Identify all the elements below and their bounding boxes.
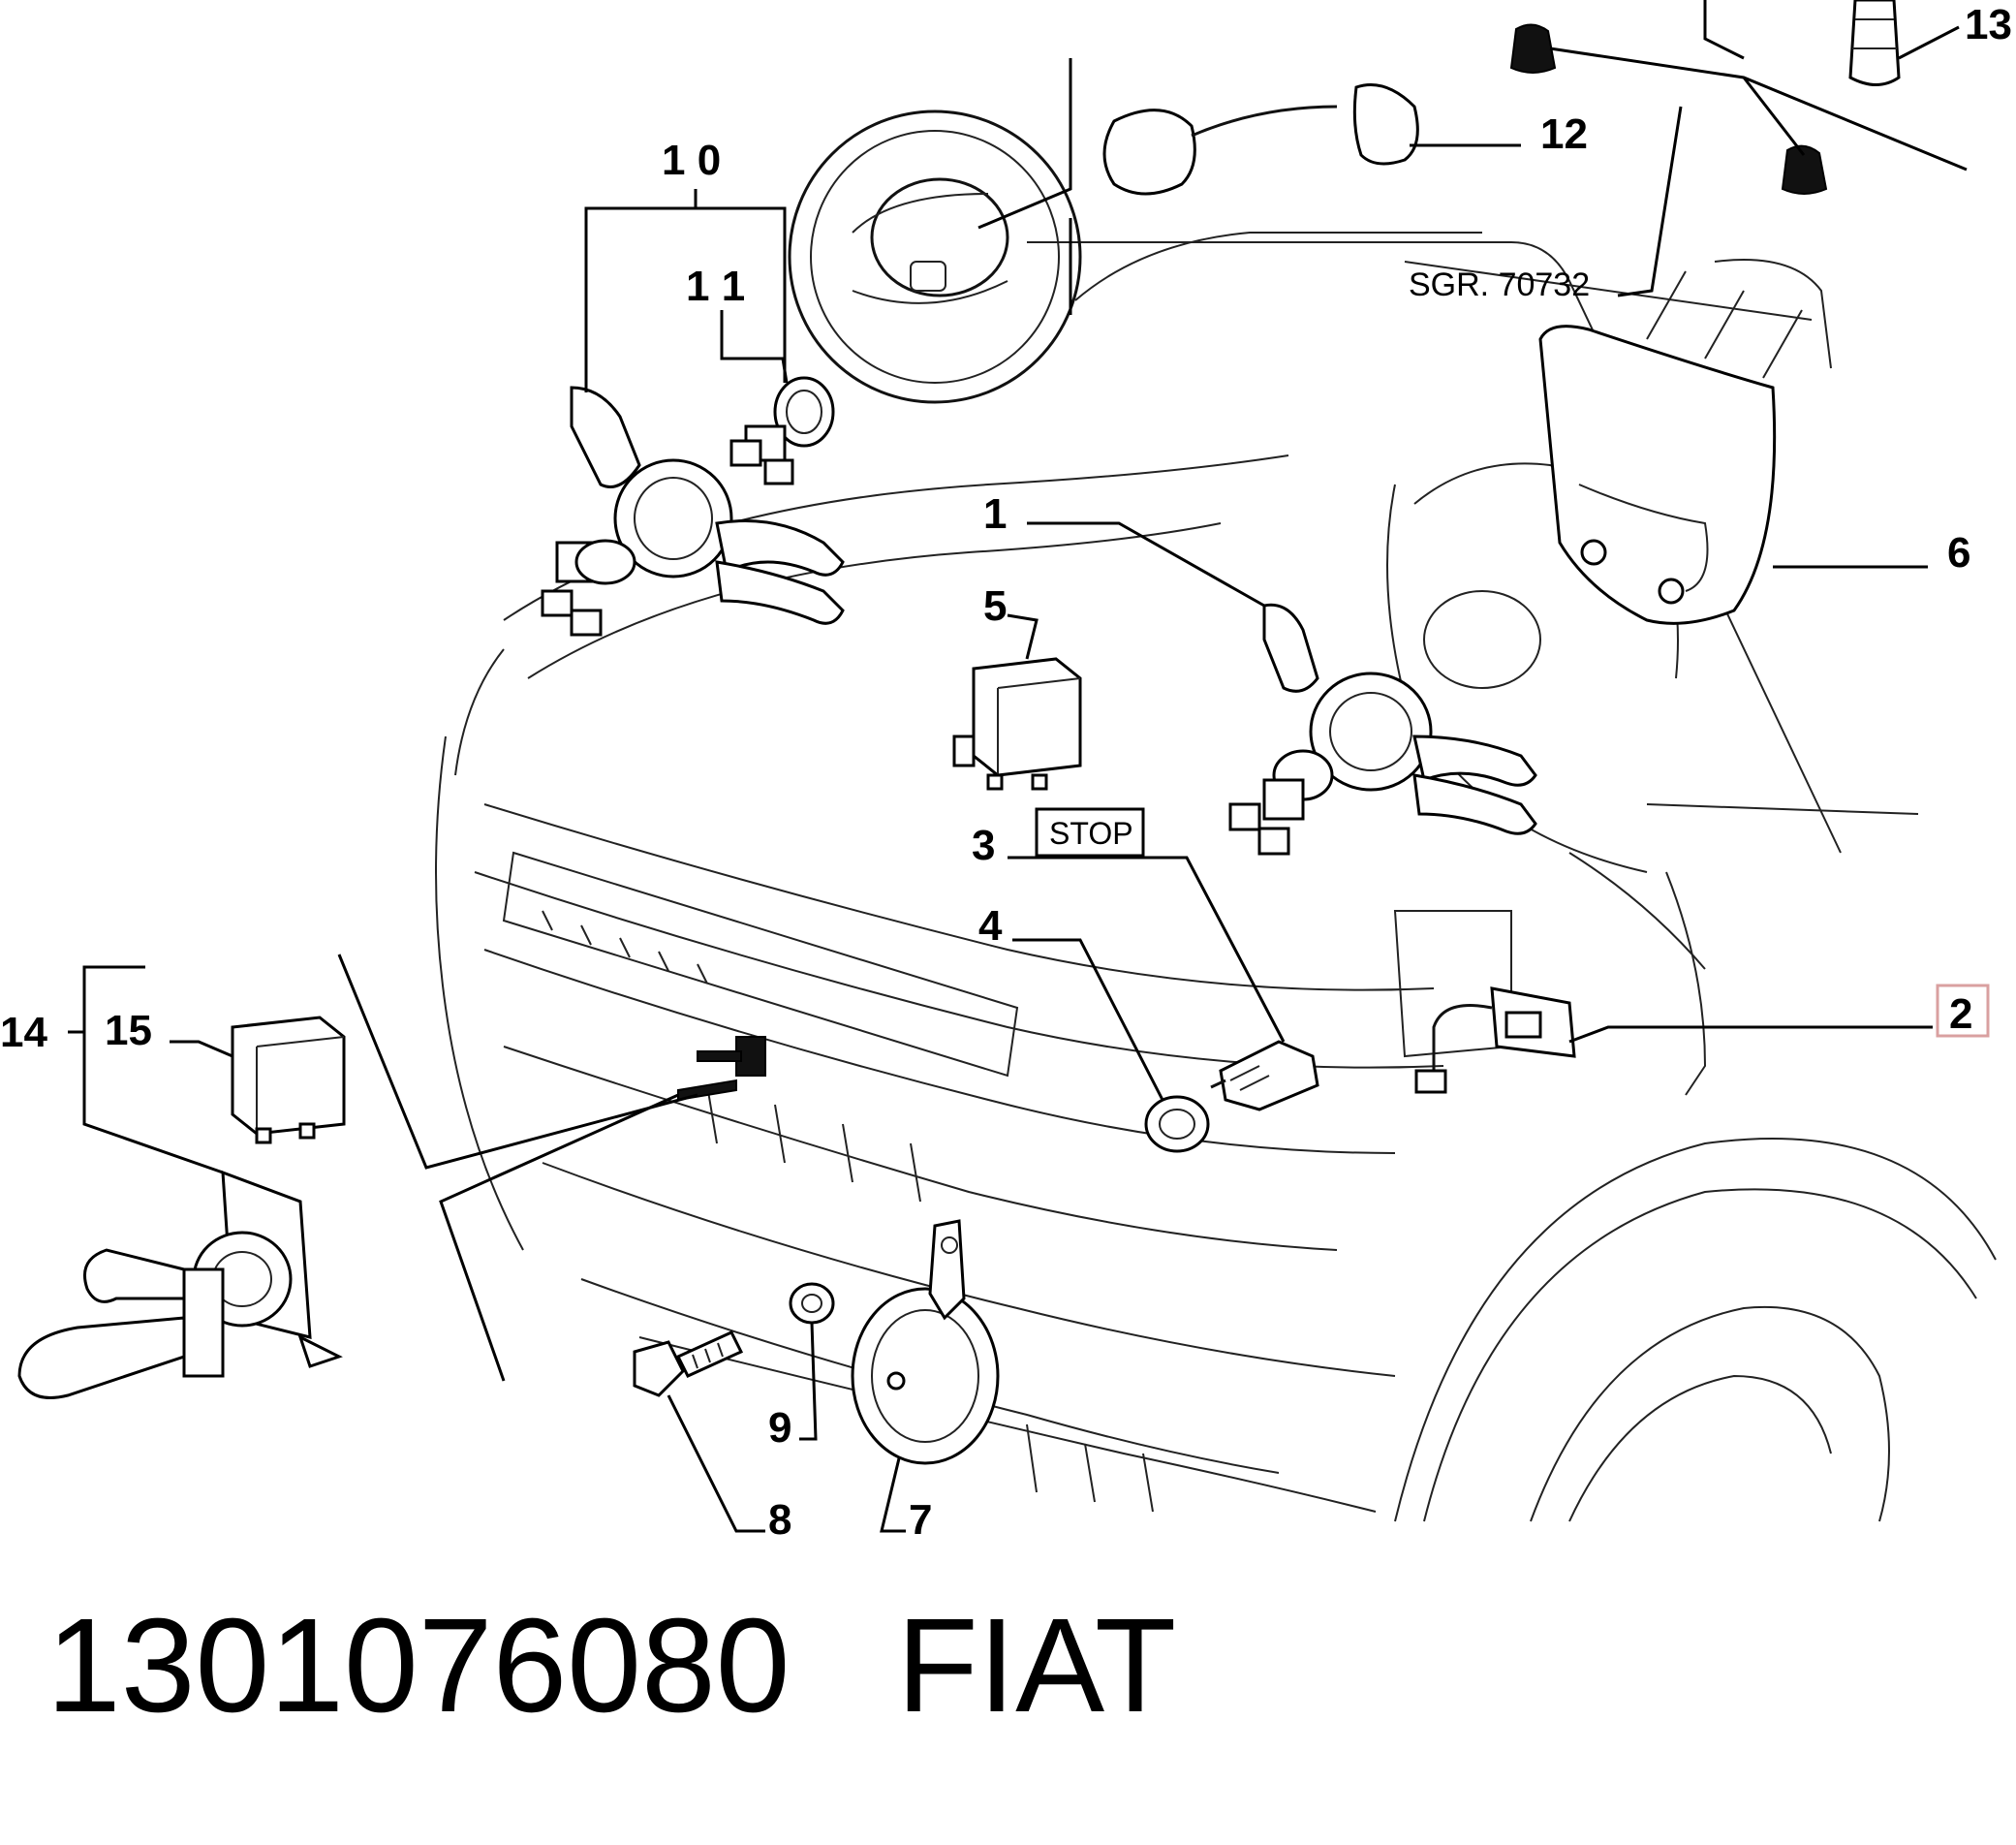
callout-11: 1 1 [686, 263, 745, 310]
stalk-switch-part-1 [1228, 603, 1537, 856]
callout-2-highlight-box [1936, 984, 1990, 1038]
callout-14: 14 [0, 1009, 47, 1056]
stop-light-switch-part-3 [1210, 1040, 1319, 1111]
interior-light-part-6 [1538, 325, 1777, 625]
stalk-switch-part-11 [729, 376, 835, 485]
callout-6: 6 [1947, 529, 1970, 577]
relay-part-5 [952, 657, 1082, 791]
callout-3: 3 [972, 822, 995, 869]
callout-9: 9 [768, 1404, 791, 1452]
callout-7: 7 [909, 1496, 932, 1544]
air-horn-part-14 [17, 1170, 343, 1399]
callout-4: 4 [978, 902, 1003, 950]
reference-code: SGR. 70732 [1409, 266, 1590, 303]
callout-13: 13 [1965, 1, 2012, 48]
callout-2: 2 [1949, 990, 1972, 1038]
callout-labels: 1 0 1 1 12 13 SGR. 70732 1 6 5 STOP 3 4 … [0, 1, 2012, 1544]
callout-15: 15 [105, 1007, 152, 1054]
grille-plug [677, 1036, 766, 1102]
rubber-cap-part-4 [1144, 1095, 1210, 1153]
stop-label: STOP [1049, 816, 1133, 851]
part-number-caption: 1301076080 FIAT [47, 1589, 1176, 1743]
disc-horn-part-7 [851, 1219, 1000, 1465]
callout-1: 1 [983, 490, 1007, 538]
callout-12: 12 [1540, 110, 1588, 158]
stalk-switch-assembly-left [541, 386, 845, 637]
washer-part-9 [789, 1282, 835, 1325]
leader-lines [68, 0, 1968, 1533]
callout-8: 8 [768, 1496, 791, 1544]
lamp-part-12 [1102, 83, 1419, 196]
brand-name: FIAT [896, 1591, 1177, 1740]
beacon-part-13 [1509, 0, 1901, 195]
stop-label-box [1035, 807, 1145, 858]
part-number: 1301076080 [47, 1591, 791, 1740]
callout-5: 5 [983, 582, 1007, 630]
steering-wheel [788, 109, 1082, 404]
callout-10: 1 0 [662, 137, 721, 184]
relay-part-15 [231, 1016, 346, 1144]
switch-part-2 [1414, 986, 1576, 1094]
bolt-part-8 [633, 1330, 744, 1397]
